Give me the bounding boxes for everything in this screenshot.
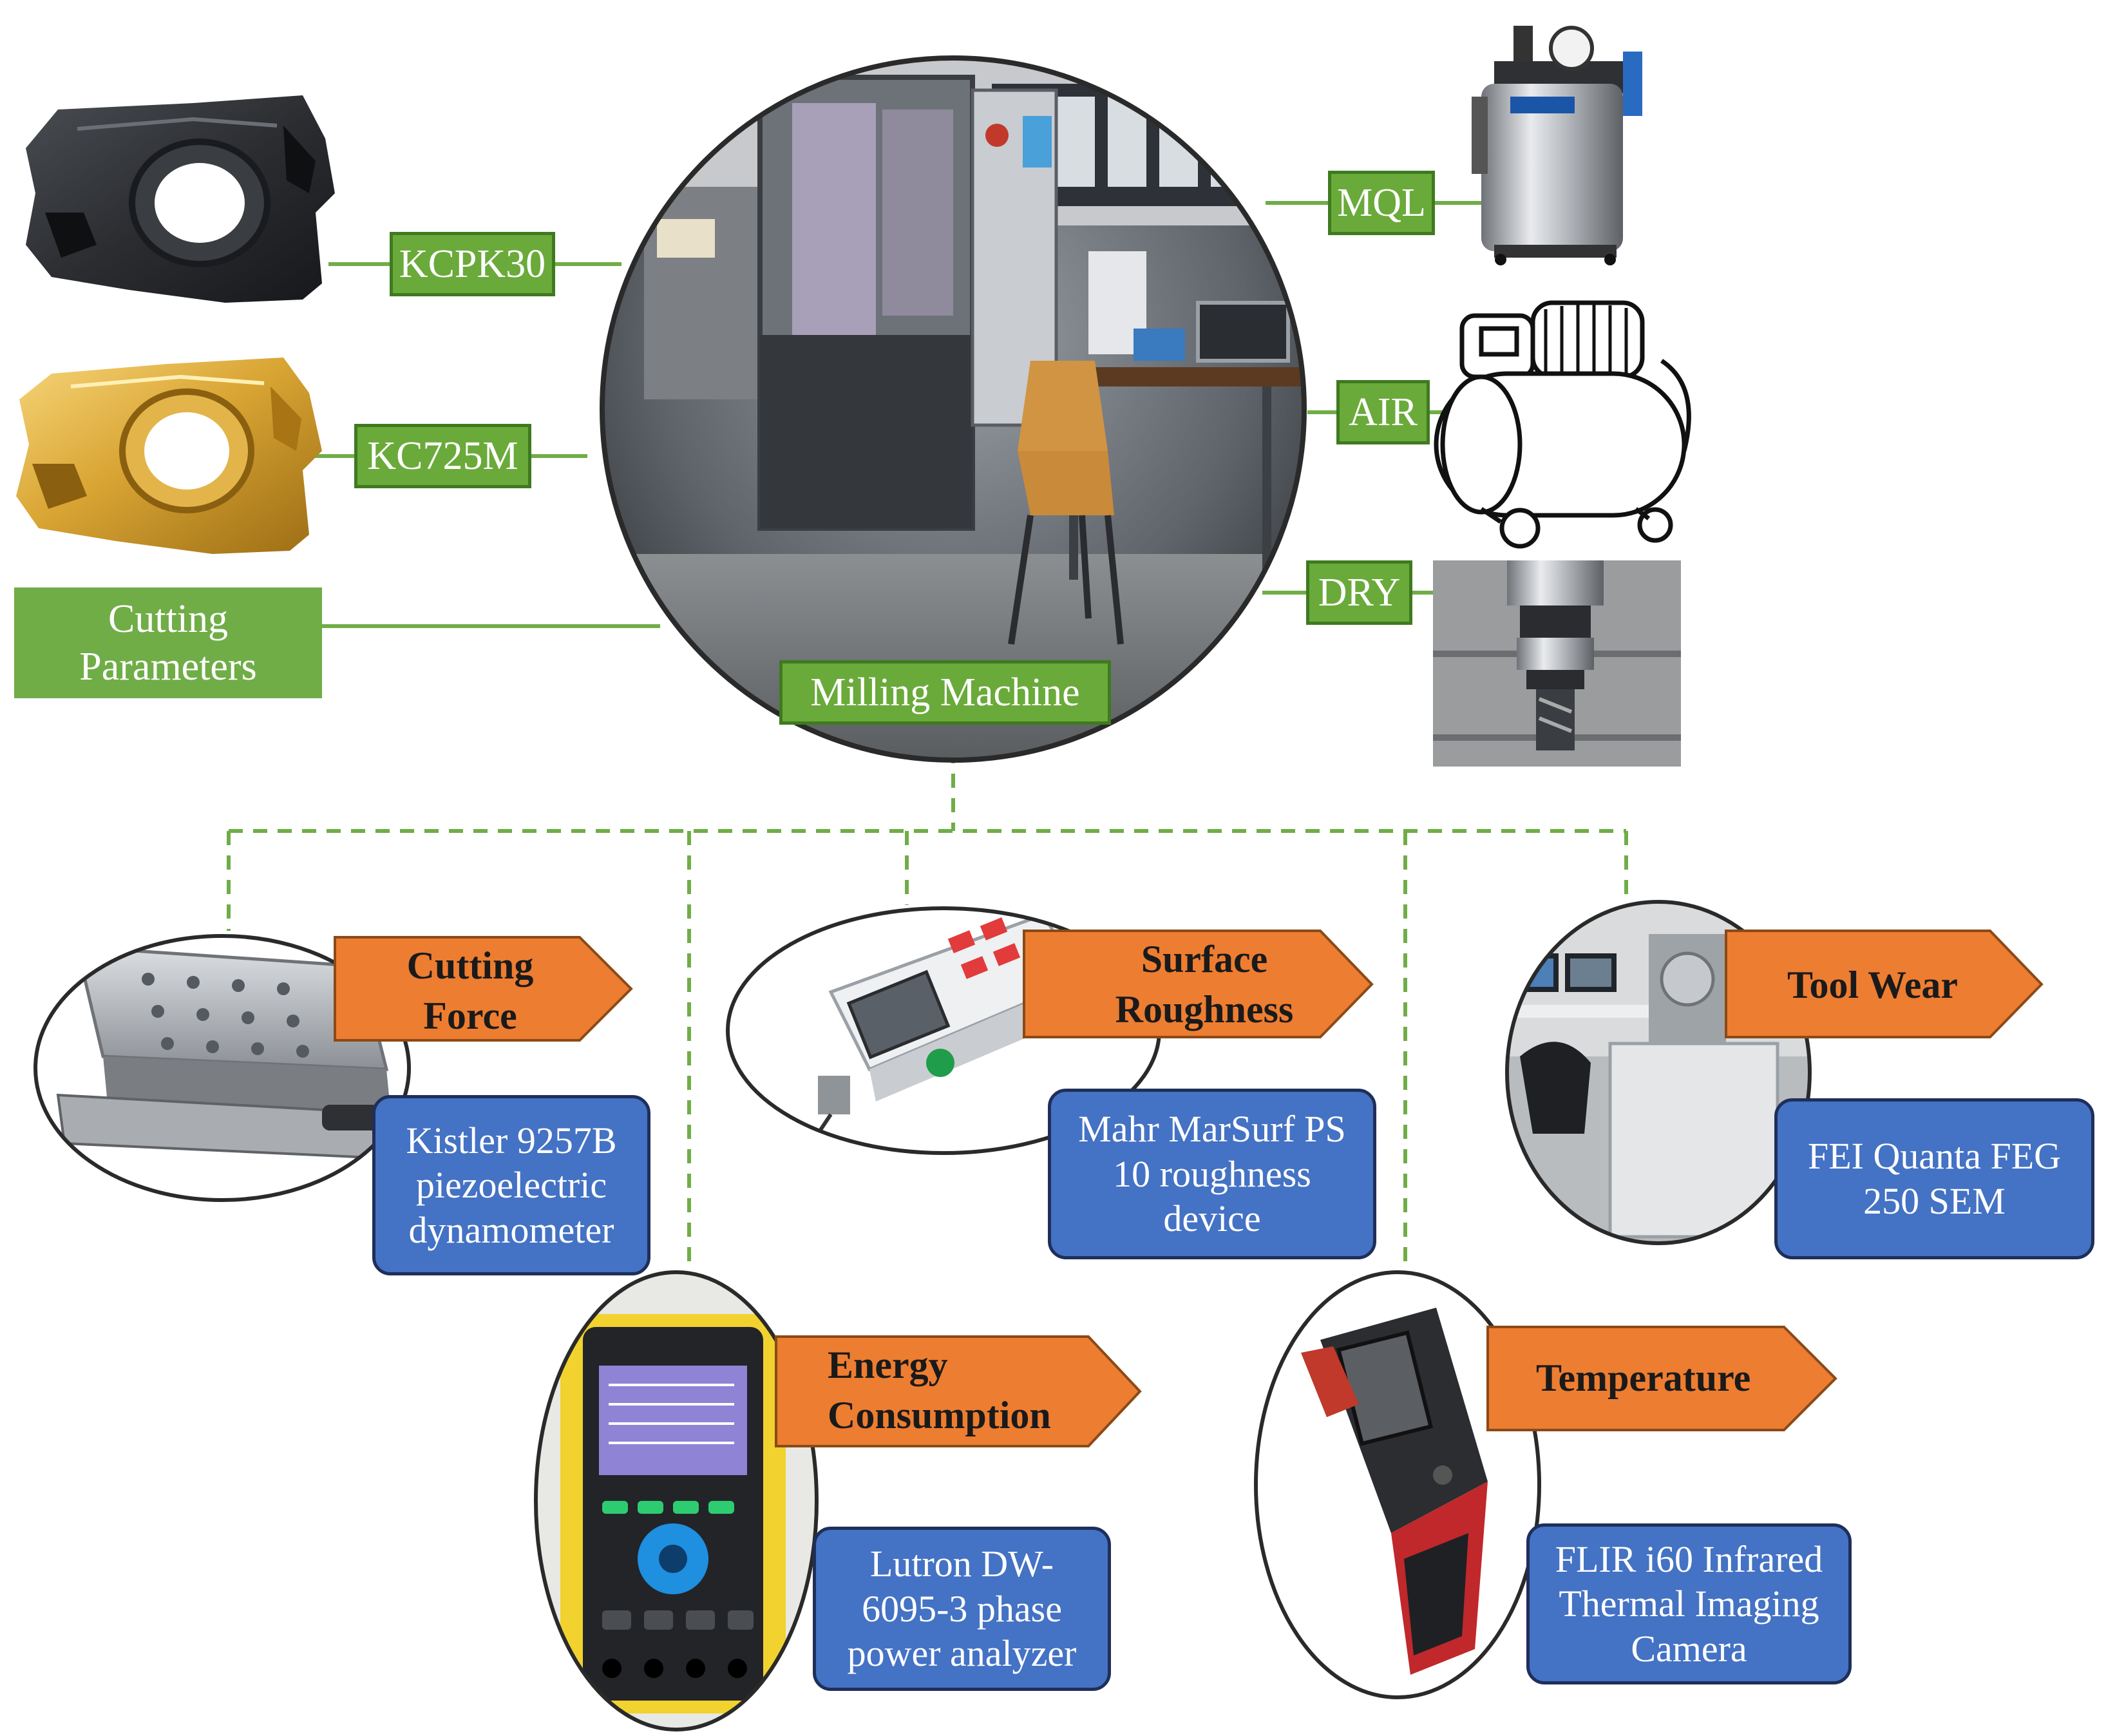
dynamometer-device-label: Kistler 9257B piezoelectric dynamometer: [372, 1095, 650, 1275]
energy-consumption-text: Energy Consumption: [828, 1344, 1051, 1436]
dry-label: DRY: [1306, 560, 1412, 625]
milling-machine-label: Milling Machine: [779, 660, 1111, 725]
arrow-temperature: [1486, 1326, 1837, 1431]
cutting-force-text: Cutting Force: [406, 944, 534, 1037]
tool-wear-title: Tool Wear: [1787, 960, 2019, 1010]
surface-roughness-text: Surface Roughness: [1115, 938, 1294, 1031]
sem-device-label: FEI Quanta FEG 250 SEM: [1774, 1098, 2094, 1259]
power-analyzer-icon: [534, 1270, 819, 1731]
energy-consumption-title: Energy Consumption: [828, 1340, 1098, 1440]
thermal-camera-device-label: FLIR i60 Infrared Thermal Imaging Camera: [1526, 1523, 1852, 1684]
analyzer-device-label: Lutron DW-6095-3 phase power analyzer: [813, 1527, 1111, 1691]
tool-wear-text: Tool Wear: [1787, 964, 1959, 1006]
milling-machine-photo: [600, 55, 1307, 763]
orange-arrows: [334, 930, 2044, 1447]
arrow-energy-consumption: [775, 1335, 1142, 1447]
arrow-tool-wear: [1725, 930, 2044, 1038]
arrow-cutting-force: [334, 936, 633, 1042]
arrow-surface-roughness: [1023, 930, 1374, 1038]
cutting-force-title: Cutting Force: [361, 940, 580, 1041]
insert-kc725m-label: KC725M: [354, 424, 531, 488]
surface-roughness-title: Surface Roughness: [1095, 934, 1314, 1035]
temperature-text: Temperature: [1536, 1357, 1751, 1399]
cutting-parameters-label: Cutting Parameters: [14, 587, 322, 698]
cutting-insert-dark-icon: [26, 95, 335, 303]
air-label: AIR: [1336, 380, 1430, 444]
mql-label: MQL: [1328, 171, 1435, 235]
milling-tool-icon: [1433, 560, 1681, 767]
mql-unit-icon: [1472, 26, 1642, 265]
dashed-connectors: [227, 725, 1628, 1301]
insert-kcpk30-label: KCPK30: [390, 232, 555, 296]
air-compressor-icon: [1434, 300, 1691, 549]
cutting-insert-gold-icon: [16, 358, 322, 554]
roughness-device-label: Mahr MarSurf PS 10 roughness device: [1048, 1089, 1376, 1259]
temperature-title: Temperature: [1536, 1353, 1794, 1403]
